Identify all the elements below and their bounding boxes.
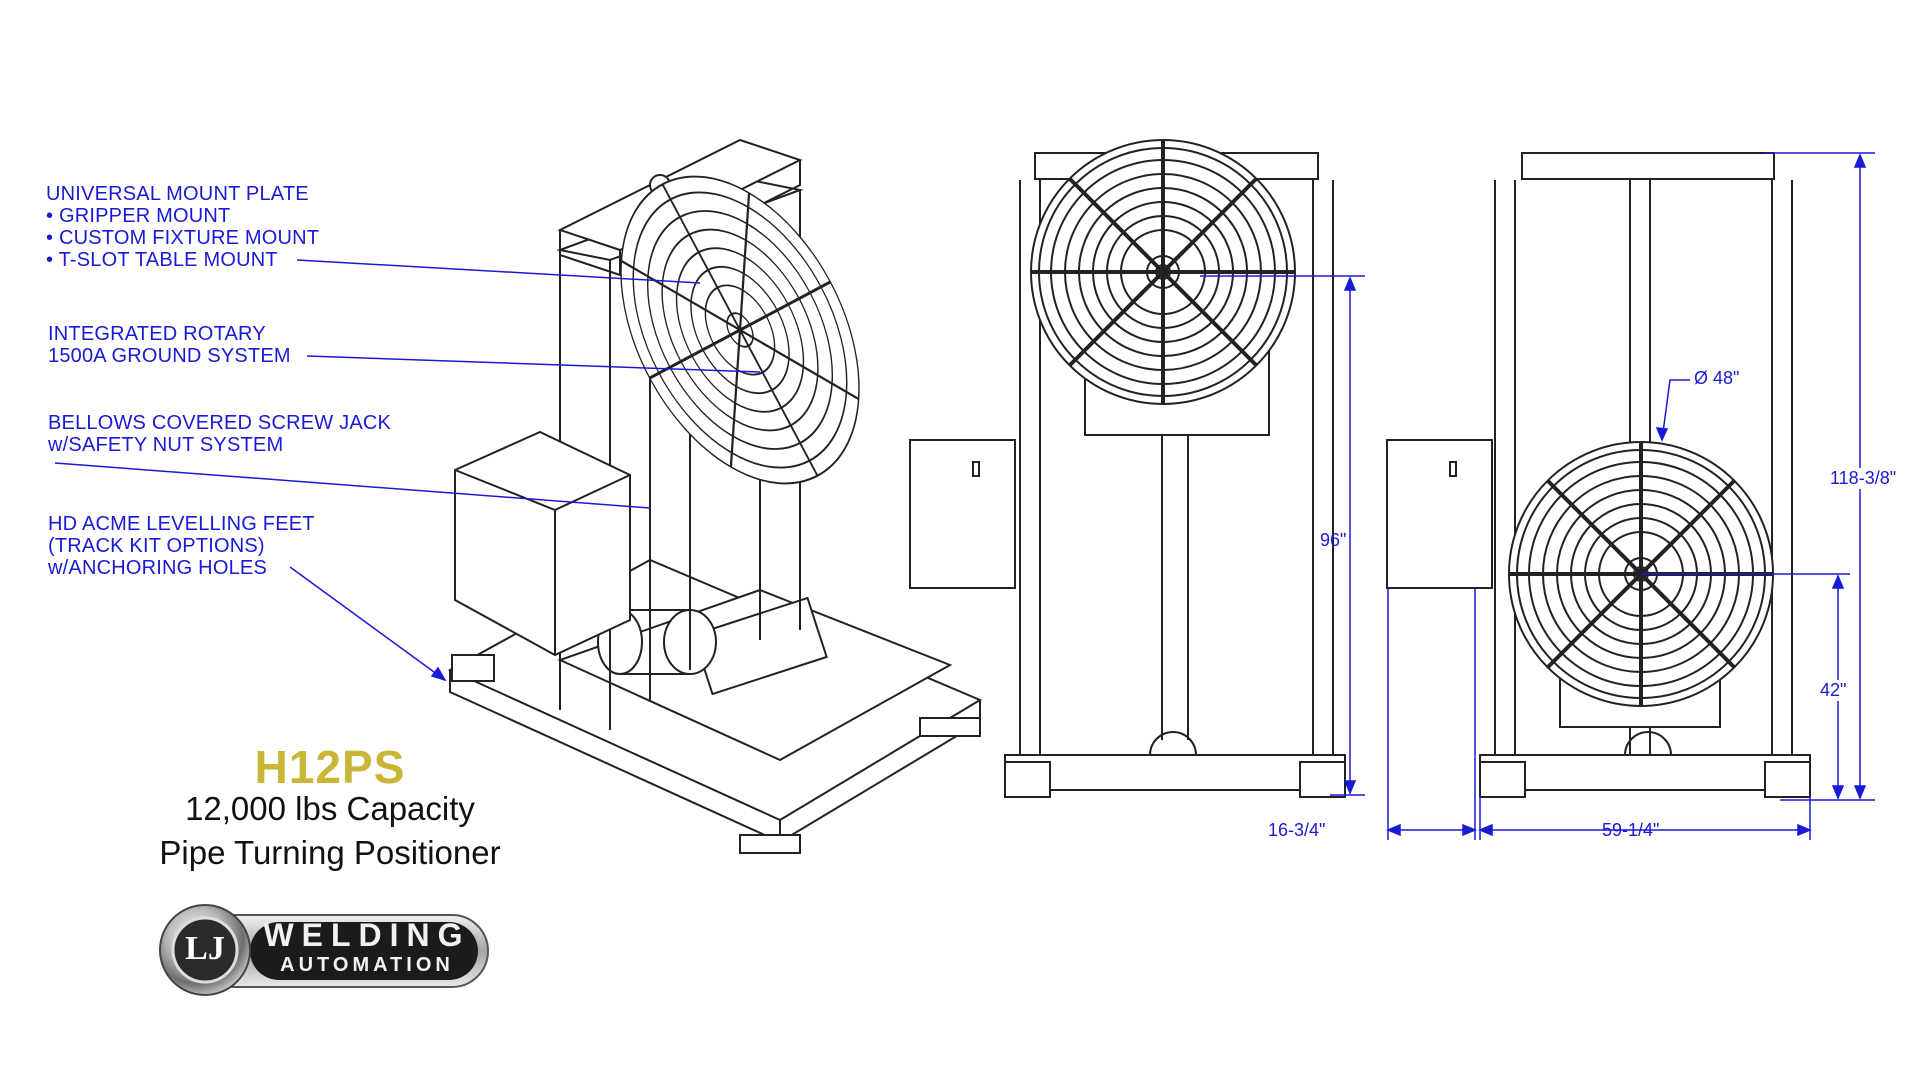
leader-screw-jack <box>54 462 651 509</box>
dim-label-depth: 16-3/4" <box>1268 820 1326 840</box>
side-columns <box>1494 180 1793 760</box>
callout-feet-line2: (TRACK KIT OPTIONS) <box>48 535 265 557</box>
side-control-box <box>1386 439 1493 589</box>
dim-leader-diameter <box>1661 379 1690 441</box>
logo-badge <box>159 904 489 996</box>
dim-label-overall-height: 118-3/8" <box>1830 468 1897 489</box>
callout-feet-line3: w/ANCHORING HOLES <box>48 557 267 579</box>
leader-feet <box>289 566 446 681</box>
front-view <box>909 139 1346 798</box>
side-base <box>1479 754 1811 791</box>
dim-label-diameter: Ø 48" <box>1694 368 1740 388</box>
product-model: H12PS <box>254 741 406 793</box>
dim-label-height-front: 96" <box>1320 530 1347 550</box>
front-dimensions <box>1200 275 1477 840</box>
front-faceplate <box>1030 139 1296 405</box>
callout-mount-plate-item: • T-SLOT TABLE MOUNT <box>46 249 278 271</box>
leader-mount-plate <box>296 259 701 284</box>
iso-control-box <box>454 430 631 657</box>
callout-mount-plate-item: • CUSTOM FIXTURE MOUNT <box>46 227 320 249</box>
callout-ground: INTEGRATED ROTARY 1500A GROUND SYSTEM <box>48 323 291 367</box>
dim-label-width: 59-1/4" <box>1602 820 1660 840</box>
callout-mount-plate: UNIVERSAL MOUNT PLATE • GRIPPER MOUNT • … <box>46 183 319 271</box>
iso-feet <box>451 654 981 854</box>
logo-automation: AUTOMATION <box>280 954 454 976</box>
logo-mark: LJ <box>185 930 225 967</box>
callout-ground-line2: 1500A GROUND SYSTEM <box>48 345 291 367</box>
callout-screw-jack-line2: w/SAFETY NUT SYSTEM <box>48 434 284 456</box>
side-view <box>1386 152 1811 798</box>
product-description: Pipe Turning Positioner <box>159 834 501 871</box>
leader-ground <box>306 355 761 373</box>
callout-screw-jack: BELLOWS COVERED SCREW JACK w/SAFETY NUT … <box>48 412 391 456</box>
isometric-view <box>447 138 983 854</box>
front-base <box>1004 754 1346 791</box>
leader-feet-arrow <box>430 666 447 682</box>
product-capacity: 12,000 lbs Capacity <box>185 790 475 827</box>
callout-feet-line1: HD ACME LEVELLING FEET <box>48 513 315 535</box>
callout-leaders <box>54 259 761 682</box>
iso-faceplate <box>620 175 860 485</box>
front-columns <box>1019 180 1334 760</box>
dim-label-center-height: 42" <box>1820 680 1847 701</box>
callout-feet: HD ACME LEVELLING FEET (TRACK KIT OPTION… <box>48 513 315 579</box>
callout-screw-jack-line1: BELLOWS COVERED SCREW JACK <box>48 412 392 434</box>
logo-welding: WELDING <box>263 917 471 953</box>
side-top-beam <box>1521 152 1775 180</box>
callout-ground-line1: INTEGRATED ROTARY <box>48 323 266 345</box>
callout-mount-plate-title: UNIVERSAL MOUNT PLATE <box>46 183 309 205</box>
front-control-box <box>909 439 1016 589</box>
callout-mount-plate-item: • GRIPPER MOUNT <box>46 205 231 227</box>
